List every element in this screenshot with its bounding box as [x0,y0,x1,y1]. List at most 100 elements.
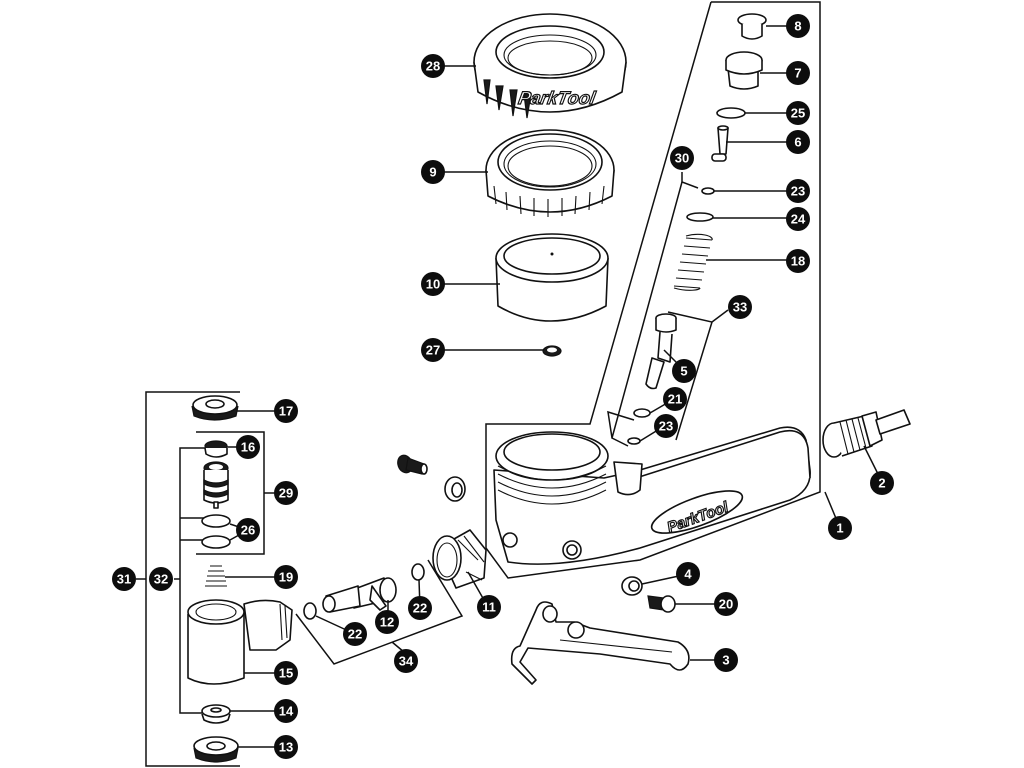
svg-text:21: 21 [668,392,682,407]
part-3-lever [510,601,690,685]
svg-text:24: 24 [791,212,806,227]
svg-text:26: 26 [241,523,255,538]
callout-10: 10 [421,272,445,296]
callout-27: 27 [421,338,445,362]
svg-text:10: 10 [426,277,440,292]
part-ring-upper [444,476,466,502]
callout-2: 2 [870,471,894,495]
part-17-plug [191,395,239,421]
callout-34: 34 [394,649,418,673]
svg-text:25: 25 [791,106,805,121]
callout-13: 13 [274,735,298,759]
part-22-ring-right [411,563,425,581]
svg-text:19: 19 [279,570,293,585]
svg-text:1: 1 [836,521,843,536]
callout-3: 3 [714,648,738,672]
svg-text:18: 18 [791,254,805,269]
part-24-washer [686,212,714,222]
svg-text:2: 2 [878,476,885,491]
part-26-oring-bottom [201,535,231,549]
bracket-group-32 [174,447,205,714]
part-16-cap [204,440,228,458]
callout-29: 29 [274,481,298,505]
svg-text:3: 3 [722,653,729,668]
callout-21: 21 [663,387,687,411]
svg-text:29: 29 [279,486,293,501]
part-26-oring-top [201,514,231,528]
callout-33: 33 [728,295,752,319]
part-23-oring-bottom [627,437,641,445]
part-8-cap [737,13,767,40]
callout-1: 1 [828,516,852,540]
part-22-ring-left [303,602,317,620]
part-12-shaft [322,577,397,613]
svg-text:12: 12 [380,615,394,630]
callout-19: 19 [274,565,298,589]
callout-24: 24 [786,207,810,231]
callout-9: 9 [421,160,445,184]
part-21-oring [633,408,651,418]
part-28-cap: ParkTool [473,13,627,119]
part-11-nut [432,529,487,589]
svg-text:16: 16 [241,440,255,455]
svg-text:34: 34 [399,654,414,669]
callout-17: 17 [274,399,298,423]
part-18-spring [673,233,713,291]
callout-16: 16 [236,435,260,459]
svg-text:9: 9 [429,165,436,180]
svg-text:27: 27 [426,343,440,358]
part-14-seal [201,704,231,724]
part-23-oring-top [701,187,715,195]
bracket-group-33 [667,309,729,441]
part-27-washer [542,345,562,357]
svg-text:8: 8 [794,19,801,34]
callout-22-right: 22 [408,596,432,620]
bracket-group-30 [681,172,699,189]
svg-text:13: 13 [279,740,293,755]
callout-7: 7 [786,61,810,85]
callout-22-left: 22 [343,622,367,646]
svg-text:7: 7 [794,66,801,81]
part-13-plug [193,736,239,763]
svg-text:23: 23 [659,419,673,434]
svg-text:22: 22 [413,601,427,616]
svg-text:31: 31 [117,572,131,587]
part-6-pin [711,125,729,162]
part-2-fitting [822,409,911,458]
callout-12: 12 [375,610,399,634]
svg-text:11: 11 [482,600,496,615]
svg-text:28: 28 [426,59,440,74]
svg-text:22: 22 [348,627,362,642]
callout-26: 26 [236,518,260,542]
callout-6: 6 [786,130,810,154]
svg-text:5: 5 [680,364,687,379]
bracket-group-30-line [607,181,683,447]
bracket-group-1 [485,1,821,579]
callout-30: 30 [670,146,694,170]
callout-25: 25 [786,101,810,125]
svg-text:17: 17 [279,404,293,419]
part-19-spring [205,565,227,587]
callout-18: 18 [786,249,810,273]
svg-text:32: 32 [154,572,168,587]
svg-text:23: 23 [791,184,805,199]
svg-text:20: 20 [719,597,733,612]
svg-text:14: 14 [279,704,294,719]
callout-4: 4 [676,562,700,586]
part-15-chuck-body [187,599,293,685]
callout-20: 20 [714,592,738,616]
bracket-group-34 [295,559,464,665]
part-5-plunger [645,313,677,390]
part-9-ring [485,129,615,217]
svg-text:30: 30 [675,151,689,166]
part-screw-upper [397,454,428,475]
svg-text:33: 33 [733,300,747,315]
callout-15: 15 [274,661,298,685]
bracket-group-29 [196,431,274,555]
svg-text:4: 4 [684,567,692,582]
bracket-group-31 [136,391,240,767]
callout-31: 31 [112,567,136,591]
part-20-screw [647,595,676,613]
part-4-washer [621,576,643,596]
